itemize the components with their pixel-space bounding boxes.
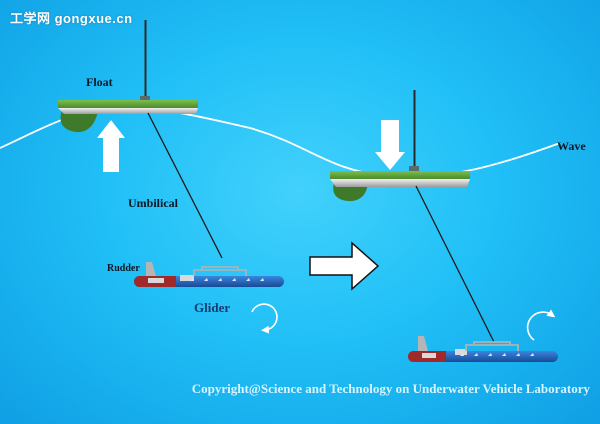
rudder-left bbox=[146, 262, 156, 276]
rudder-right bbox=[418, 336, 428, 351]
float-antenna-right bbox=[413, 90, 416, 172]
right-arrow-icon bbox=[309, 241, 380, 291]
float-antenna-left bbox=[144, 20, 147, 100]
glider-frame-right bbox=[465, 341, 519, 351]
up-arrow-icon bbox=[97, 120, 125, 172]
float-deck-right bbox=[330, 171, 470, 179]
wave-label: Wave bbox=[557, 139, 586, 153]
glider-wings-left bbox=[190, 278, 264, 281]
float-left bbox=[58, 20, 198, 133]
float-label: Float bbox=[86, 75, 113, 89]
glider-frame-left bbox=[193, 266, 247, 276]
float-deck-left bbox=[58, 100, 198, 108]
rotate-arrow-icon bbox=[526, 309, 556, 341]
rudder-label: Rudder bbox=[107, 263, 140, 274]
site-watermark: 工学网 gongxue.cn bbox=[10, 11, 133, 26]
float-hull-left bbox=[58, 108, 198, 114]
glider-wings-right bbox=[460, 353, 534, 356]
float-right bbox=[330, 90, 470, 202]
umbilical-left bbox=[147, 112, 223, 259]
float-hull-right bbox=[330, 179, 470, 187]
glider-left bbox=[134, 262, 284, 287]
glider-right bbox=[408, 336, 558, 362]
glider-label: Glider bbox=[194, 300, 230, 315]
float-keel-left bbox=[60, 110, 98, 133]
copyright-notice: Copyright@Science and Technology on Unde… bbox=[191, 381, 590, 396]
umbilical-right bbox=[415, 185, 495, 343]
umbilical-label: Umbilical bbox=[128, 196, 179, 210]
down-arrow-icon bbox=[375, 120, 405, 170]
rotate-arrow-icon bbox=[251, 303, 278, 334]
